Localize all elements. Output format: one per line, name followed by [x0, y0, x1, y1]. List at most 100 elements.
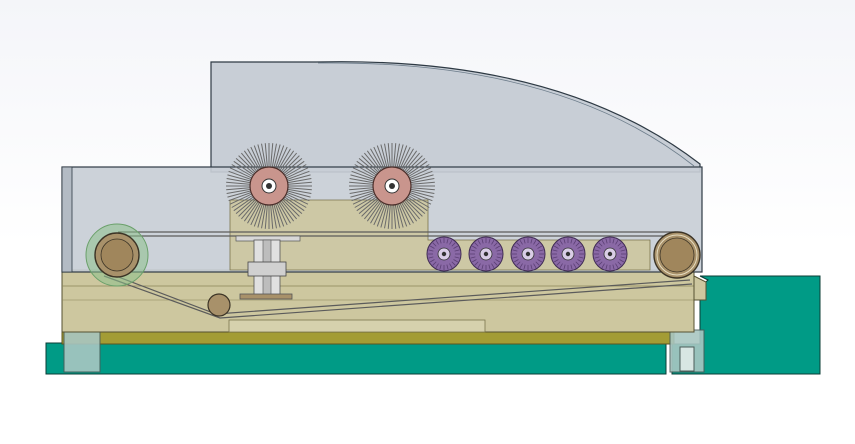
brush-bristle — [351, 170, 376, 181]
brush-bristle — [396, 144, 404, 169]
brush-bristle — [406, 195, 428, 212]
conveyor-roller — [468, 236, 504, 272]
brush-bristle — [409, 181, 435, 185]
brush-bristle — [399, 202, 411, 226]
brush-bristle — [264, 143, 268, 169]
brush-left — [226, 143, 312, 229]
brush-bristle — [409, 187, 435, 191]
brush-bristle — [278, 200, 295, 222]
brush-bristle — [366, 200, 383, 222]
brush-bristle — [285, 167, 309, 179]
brush-bristle — [228, 191, 253, 202]
housing-curve-edge — [317, 62, 695, 167]
brush-bristle — [408, 170, 433, 181]
brush-bristle — [356, 160, 378, 177]
brush-bristle — [226, 187, 252, 191]
brush-bristle — [350, 174, 375, 182]
brush-bristle — [400, 148, 414, 171]
brush-bristle — [387, 143, 391, 169]
brush-bristle — [286, 187, 312, 191]
brush-bristle — [376, 202, 387, 227]
foot-right-inner — [679, 346, 695, 372]
brush-bristle — [283, 160, 305, 177]
brush-bristle — [349, 178, 375, 184]
brush-bristle — [243, 150, 260, 172]
foot-left — [63, 329, 101, 373]
brush-bristle — [228, 170, 253, 181]
brush-bristle — [257, 144, 265, 169]
brush-bristle — [226, 188, 252, 194]
brush-bristle — [363, 152, 381, 173]
brush-bristle — [280, 152, 298, 173]
brush-bristle — [235, 197, 256, 215]
conveyor-roller — [510, 236, 546, 272]
brush-bristle — [384, 143, 390, 169]
brush-bristle — [278, 150, 295, 172]
brush-bristle — [250, 202, 262, 226]
brush-bristle — [270, 143, 274, 169]
brush-bristle — [277, 148, 291, 171]
brush-bristle — [284, 194, 307, 208]
brush-bristle — [361, 155, 380, 174]
brush-bristle — [231, 194, 254, 208]
brush-bristle — [282, 157, 303, 175]
brush-bristle — [250, 146, 262, 170]
brush-bristle — [280, 199, 298, 220]
brush-bristle — [373, 202, 385, 226]
brush-bristle — [397, 202, 408, 227]
brush-bristle — [238, 155, 257, 174]
brush-bristle — [349, 188, 375, 194]
brush-bristle — [226, 178, 252, 184]
brush-bristle — [286, 190, 311, 198]
brush-axle-core — [389, 183, 395, 189]
brush-bristle — [276, 146, 288, 170]
brush-bristle — [229, 193, 253, 205]
brush-bristle — [276, 202, 288, 226]
brush-bristle — [227, 174, 252, 182]
brush-bristle — [396, 203, 404, 228]
brush-bristle — [284, 164, 307, 178]
brush-bristle — [352, 167, 376, 179]
brush-bristle — [352, 193, 376, 205]
brush-bristle — [240, 152, 258, 173]
brush-bristle — [358, 197, 379, 215]
drive-assembly — [235, 235, 301, 300]
conveyor-roller — [426, 236, 462, 272]
brush-bristle — [409, 174, 434, 182]
brush-bristle — [229, 167, 253, 179]
brush-bristle — [401, 150, 418, 172]
brush-bristle — [273, 203, 281, 228]
frame-nose — [693, 275, 707, 301]
brush-bristle — [356, 195, 378, 212]
brush-bristle — [350, 190, 375, 198]
base-plate — [45, 342, 667, 375]
upper-housing — [210, 61, 701, 173]
brush-bristle — [380, 203, 388, 228]
brush-bristle — [240, 199, 258, 220]
brush-bristle — [366, 150, 383, 172]
brush-bristle — [407, 194, 430, 208]
brush-bristle — [274, 145, 285, 170]
lower-frame-strip — [228, 319, 486, 333]
brush-bristle — [393, 203, 397, 229]
brush-bristle — [400, 201, 414, 224]
brush-bristle — [387, 203, 391, 229]
brush-bristle — [363, 199, 381, 220]
brush-bristle — [380, 144, 388, 169]
conveyor-rollers — [426, 236, 628, 272]
brush-bristle — [404, 155, 423, 174]
conveyor-roller — [592, 236, 628, 272]
brush-bristle — [354, 194, 377, 208]
brush-bristle — [261, 143, 267, 169]
brush-bristle — [227, 190, 252, 198]
brush-bristle — [286, 181, 312, 185]
brush-bristle — [271, 203, 277, 229]
brush-bristle — [370, 201, 384, 224]
brush-bristle — [243, 200, 260, 222]
brush-bristle — [405, 197, 426, 215]
brush-bristle — [231, 164, 254, 178]
brush-bristle — [407, 164, 430, 178]
brush-bristle — [361, 198, 380, 217]
brush-bristle — [226, 181, 252, 185]
